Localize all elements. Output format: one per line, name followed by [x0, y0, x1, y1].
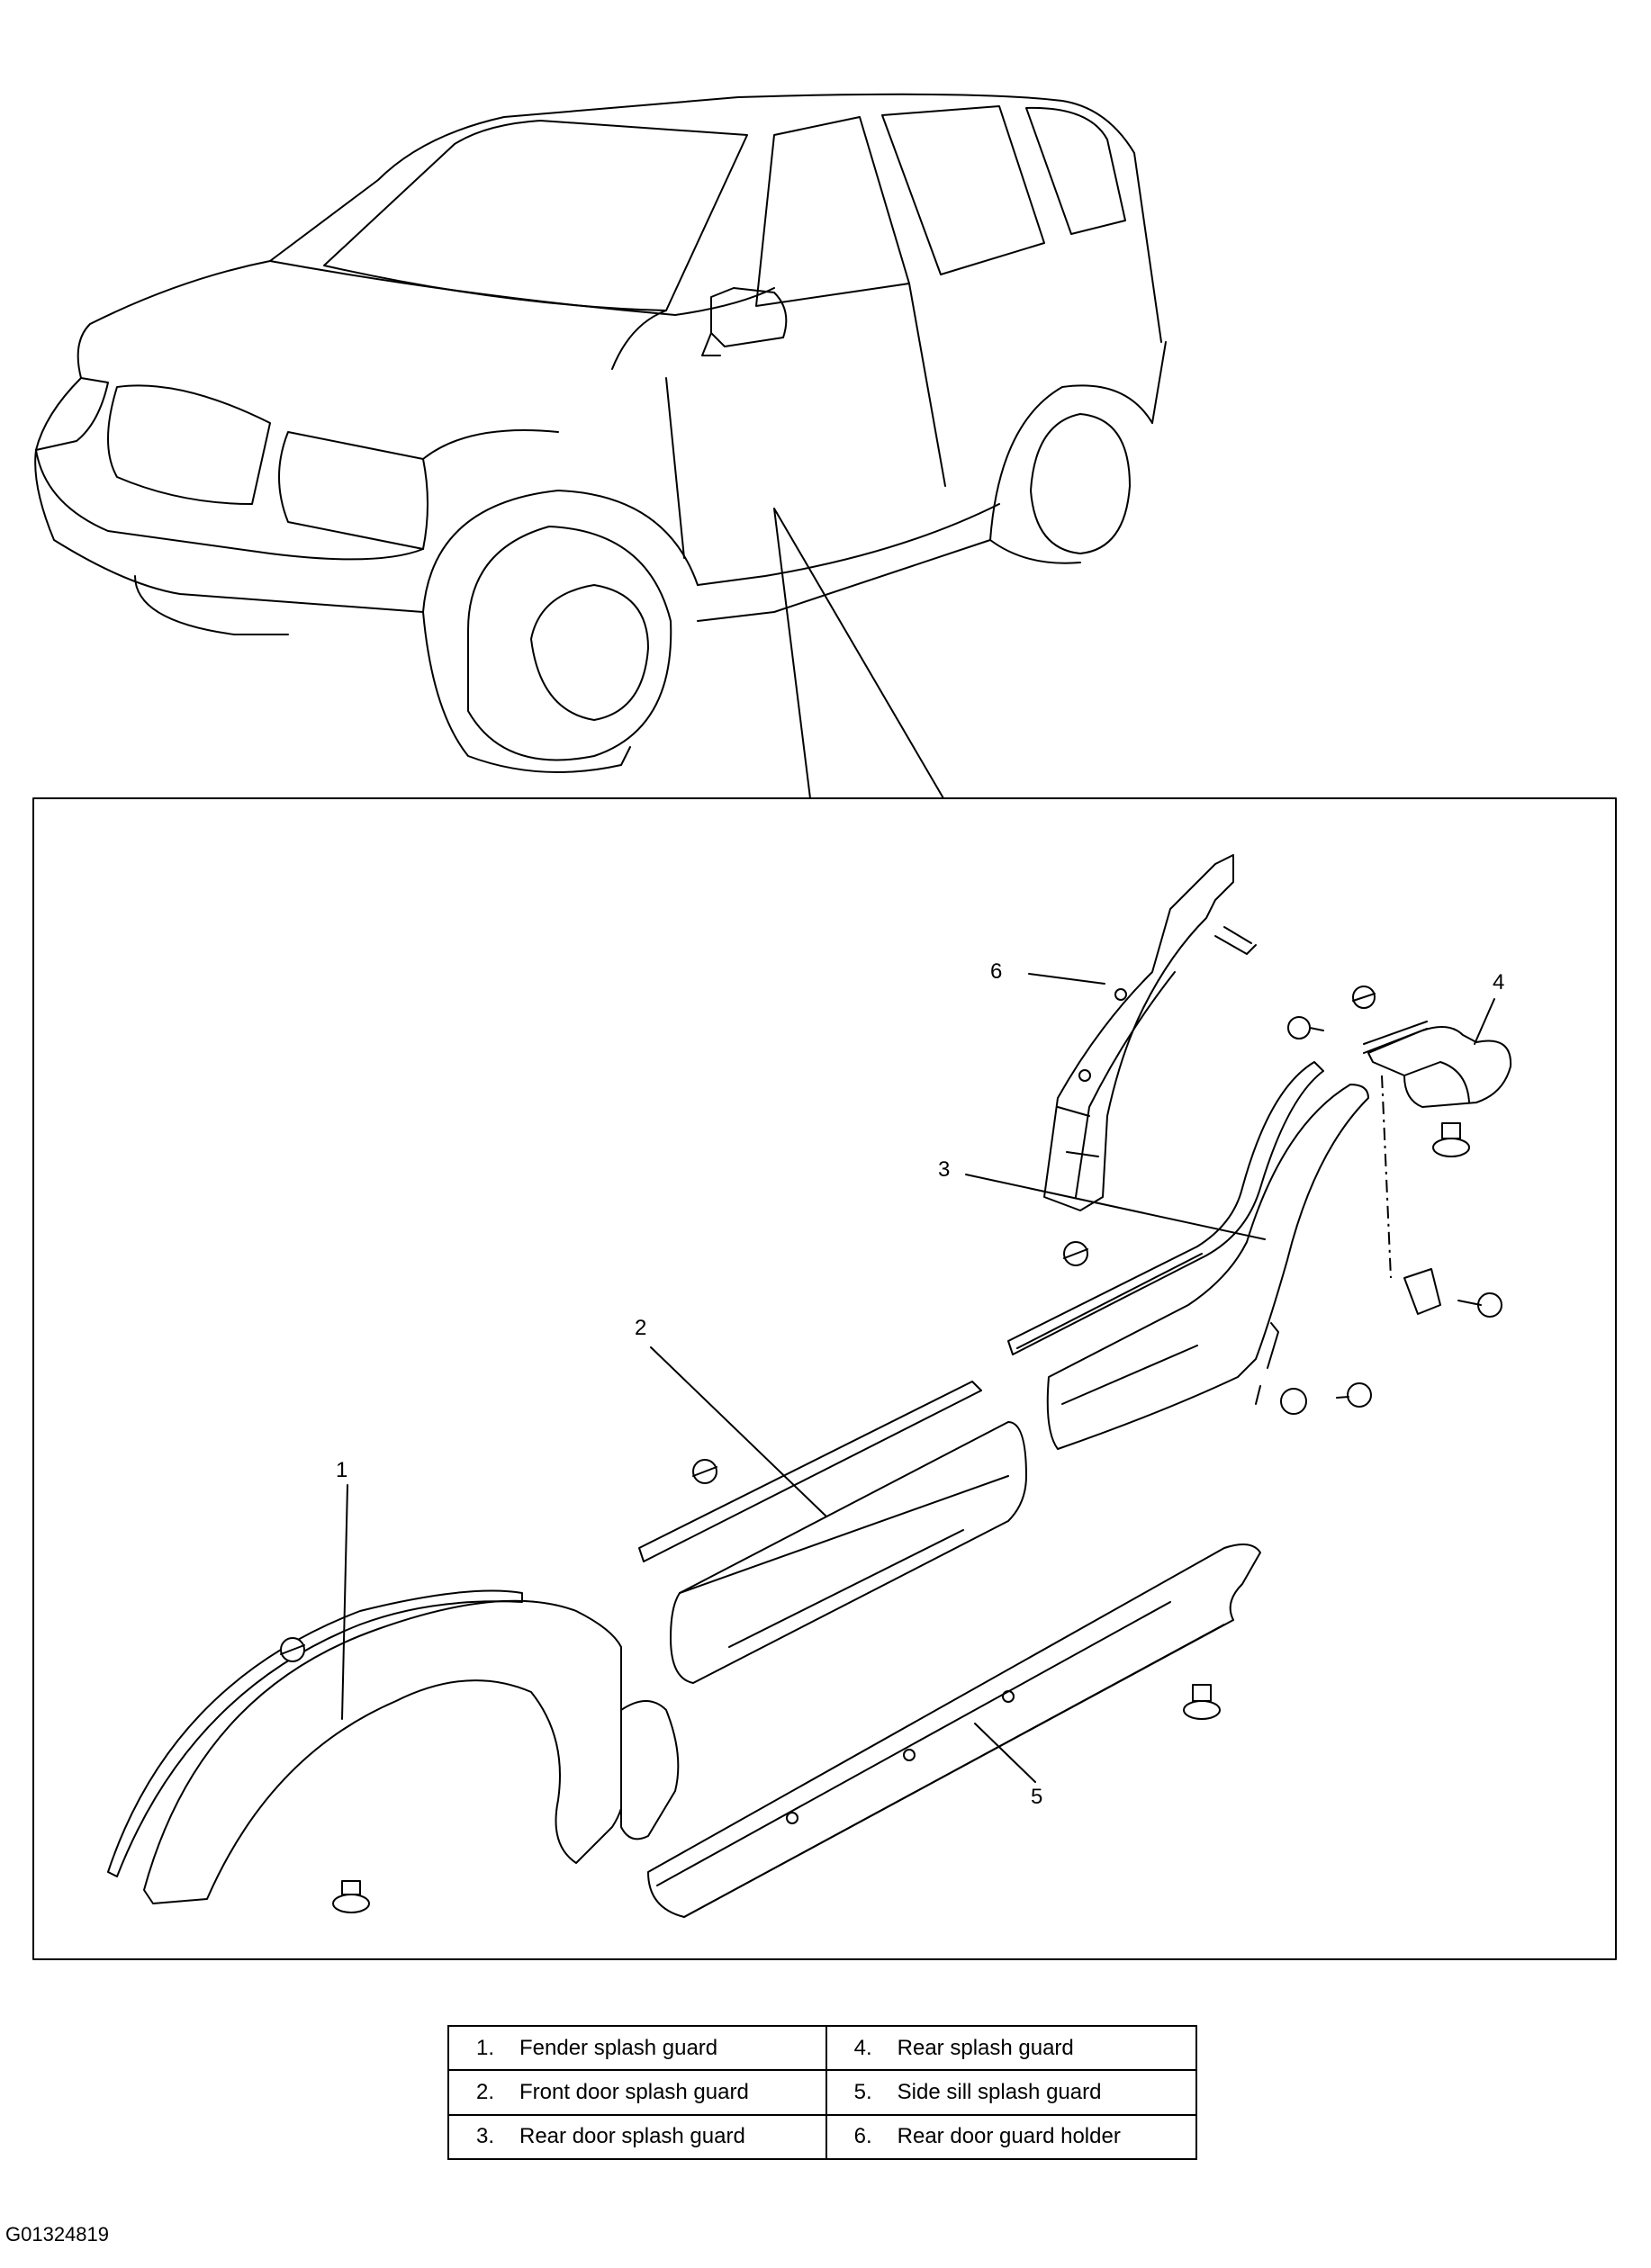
clip	[1183, 1684, 1221, 1720]
callout-1: 1	[336, 1458, 348, 1482]
table-row: 2. Front door splash guard 5. Side sill sp…	[447, 2069, 1198, 2116]
callout-3: 3	[938, 1157, 951, 1182]
clip	[1336, 1382, 1372, 1408]
vehicle-illustration	[34, 93, 1167, 773]
clip	[332, 1880, 370, 1913]
callout-leaders	[341, 973, 1495, 1783]
legend-cell: 4. Rear splash guard	[825, 2024, 1198, 2072]
callout-2: 2	[635, 1316, 647, 1340]
legend-cell: 6. Rear door guard holder	[825, 2113, 1198, 2161]
legend-number: 3.	[476, 2124, 495, 2149]
assembly-line	[1381, 1075, 1392, 1279]
legend-number: 4.	[853, 2035, 872, 2060]
table-row: 3. Rear door splash guard 6. Rear door gua…	[447, 2113, 1198, 2161]
fender-splash-guard	[107, 1589, 680, 1904]
callout-4: 4	[1493, 970, 1505, 994]
clip	[1352, 986, 1376, 1009]
fastener-clips	[280, 986, 1502, 1913]
clip	[692, 1459, 717, 1484]
clip	[1063, 1241, 1088, 1266]
legend-label: Side sill splash guard	[897, 2079, 1102, 2104]
legend-cell: 2. Front door splash guard	[447, 2069, 827, 2116]
legend-number: 1.	[476, 2035, 495, 2060]
rear-splash-guard	[1363, 1021, 1512, 1108]
clip	[1287, 1016, 1324, 1040]
rear-door-guard-holder	[1043, 854, 1257, 1211]
clip	[1280, 1388, 1307, 1415]
callout-6: 6	[990, 959, 1003, 984]
assembly-line	[1255, 1322, 1279, 1405]
parts-legend-table: 1. Fender splash guard 4. Rear splash guar…	[447, 2024, 1198, 2161]
detail-box	[32, 797, 1617, 1960]
legend-cell: 1. Fender splash guard	[447, 2024, 827, 2072]
legend-number: 5.	[853, 2079, 872, 2104]
clip	[1457, 1292, 1502, 1318]
clip	[1403, 1268, 1441, 1315]
legend-number: 2.	[476, 2079, 495, 2104]
callout-5: 5	[1031, 1785, 1043, 1809]
legend-label: Rear door splash guard	[519, 2124, 745, 2149]
front-door-splash-guard	[638, 1381, 1027, 1684]
legend-label: Fender splash guard	[519, 2035, 718, 2060]
legend-cell: 3. Rear door splash guard	[447, 2113, 827, 2161]
side-sill-splash-guard	[647, 1544, 1261, 1918]
legend-label: Rear door guard holder	[897, 2124, 1121, 2149]
legend-number: 6.	[853, 2124, 872, 2149]
legend-label: Front door splash guard	[519, 2079, 749, 2104]
clip	[280, 1637, 305, 1662]
rear-door-splash-guard	[1007, 1061, 1369, 1450]
legend-label: Rear splash guard	[897, 2035, 1074, 2060]
legend-cell: 5. Side sill splash guard	[825, 2069, 1198, 2116]
table-row: 1. Fender splash guard 4. Rear splash guar…	[447, 2024, 1198, 2072]
zoom-leader-lines	[773, 508, 944, 799]
figure-id: G01324819	[5, 2223, 109, 2246]
clip	[1432, 1122, 1470, 1157]
